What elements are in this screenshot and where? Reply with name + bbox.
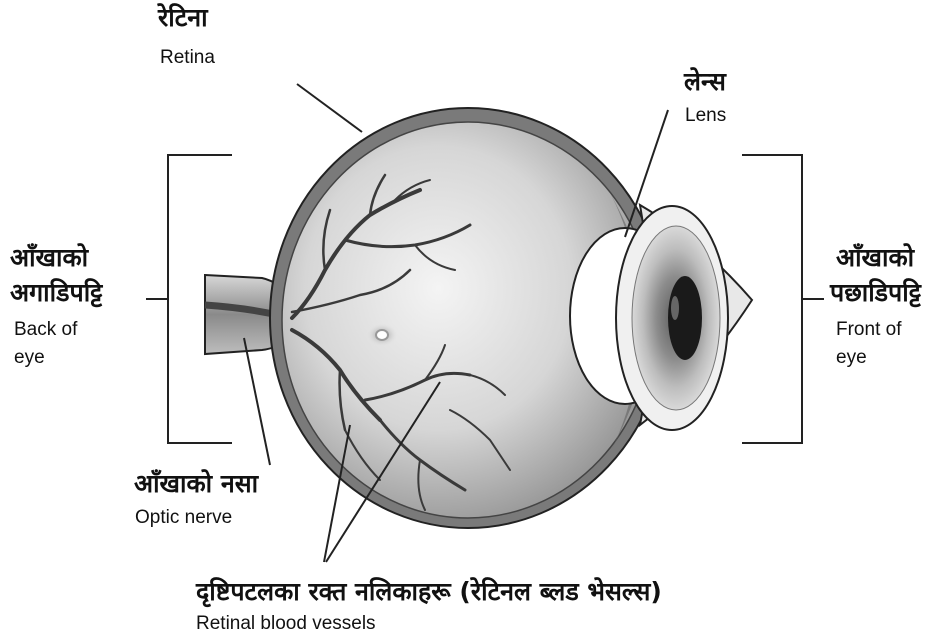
- optic-nerve-label-ne: आँखाको नसा: [134, 470, 258, 498]
- pupil-highlight: [671, 296, 679, 320]
- front-of-eye-label-ne-1: आँखाको: [836, 244, 914, 272]
- back-of-eye-label-en-2: eye: [14, 348, 45, 369]
- front-of-eye-label-en-2: eye: [836, 348, 867, 369]
- back-of-eye-label-ne-1: आँखाको: [10, 244, 88, 272]
- retina-label-en: Retina: [160, 48, 215, 69]
- optic-disc-center: [376, 330, 388, 340]
- retina-label-ne: रेटिना: [158, 4, 208, 32]
- optic-nerve-leader: [244, 338, 270, 465]
- retinal-vessels-label-ne: दृष्टिपटलका रक्त नलिकाहरू (रेटिनल ब्लड भ…: [196, 578, 662, 606]
- retina-leader: [297, 84, 362, 132]
- back-of-eye-label-en-1: Back of: [14, 320, 77, 341]
- lens-label-en: Lens: [685, 106, 726, 127]
- optic-nerve-label-en: Optic nerve: [135, 508, 232, 529]
- lens-label-ne: लेन्स: [684, 68, 726, 96]
- front-of-eye-label-ne-2: पछाडिपट्टि: [830, 279, 921, 307]
- front-of-eye-label-en-1: Front of: [836, 320, 901, 341]
- back-of-eye-label-ne-2: अगाडिपट्टि: [10, 279, 102, 307]
- retinal-vessels-label-en: Retinal blood vessels: [196, 614, 376, 635]
